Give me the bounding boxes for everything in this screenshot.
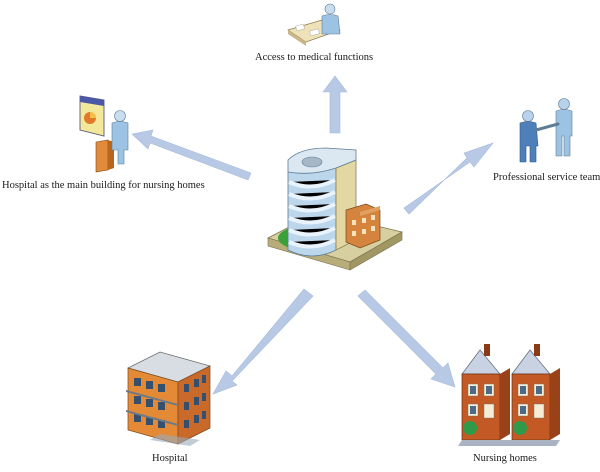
arrow-to-right	[403, 142, 494, 215]
presenter-icon	[79, 95, 129, 173]
arrow-to-top	[322, 75, 348, 134]
handshake-icon	[519, 98, 573, 163]
office-tower-icon	[266, 147, 404, 271]
desk-worker-icon	[287, 3, 341, 46]
label-hospital: Hospital	[152, 453, 188, 464]
label-nursing-homes: Nursing homes	[473, 453, 537, 464]
label-access-medical-functions: Access to medical functions	[255, 52, 374, 63]
label-professional-service-team: Professional service team	[493, 172, 600, 183]
arrow-to-hospital	[212, 288, 314, 395]
hospital-building-icon	[126, 351, 211, 446]
arrow-to-left	[131, 129, 252, 181]
arrow-to-nursing	[357, 289, 456, 388]
row-houses-icon	[458, 344, 560, 446]
label-hospital-main-building: Hospital as the main building for nursin…	[2, 180, 205, 191]
